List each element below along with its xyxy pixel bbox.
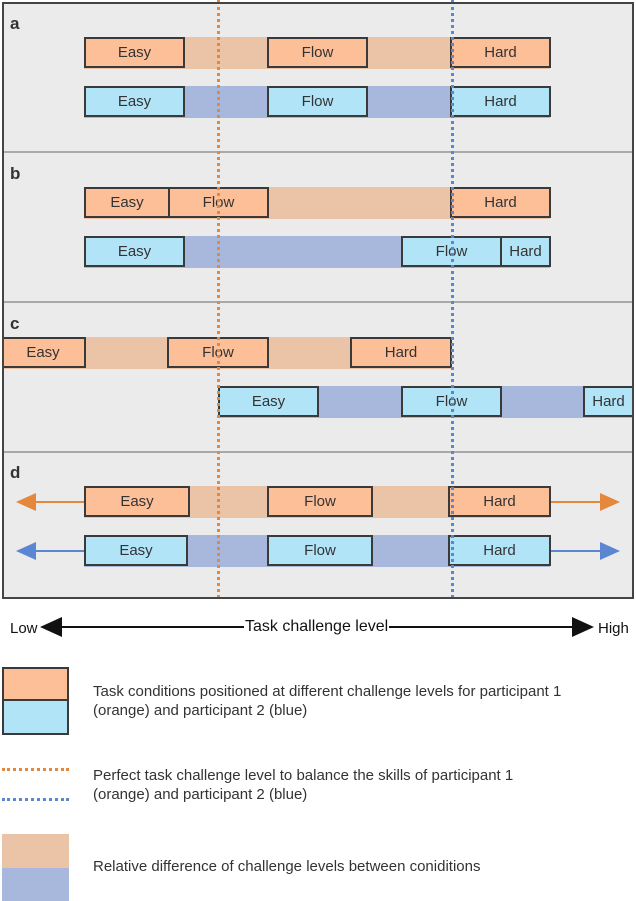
hard-box-blue: Hard <box>448 535 551 566</box>
easy-box-blue: Easy <box>84 86 185 117</box>
easy-box-orange: Easy <box>84 37 185 68</box>
perfect-level-line-blue <box>451 0 454 598</box>
arrow-right-blue-head <box>600 542 620 560</box>
easy-box-orange: Easy <box>2 337 86 368</box>
axis-arrowhead-right <box>572 617 594 637</box>
arrow-left-blue-head <box>16 542 36 560</box>
hard-box-orange: Hard <box>448 486 551 517</box>
flow-box-orange: Flow <box>267 37 368 68</box>
legend-perfect-line-1: Perfect task challenge level to balance … <box>93 767 514 784</box>
hard-box-blue: Hard <box>450 86 551 117</box>
legend-bar-orange <box>2 834 69 868</box>
flow-box-blue: Flow <box>267 86 368 117</box>
legend-conditions-line-2: (orange) and participant 2 (blue) <box>93 702 308 719</box>
easy-box-blue: Easy <box>84 236 185 267</box>
panel-c <box>2 302 634 452</box>
panel-separator <box>4 301 632 303</box>
panel-b <box>2 152 634 302</box>
legend-line-blue <box>2 798 69 801</box>
legend-perfect-line-2: (orange) and participant 2 (blue) <box>93 786 308 803</box>
panel-label-d: d <box>10 463 21 482</box>
panel-d-arrows <box>16 493 620 560</box>
easy-box-blue: Easy <box>218 386 319 417</box>
flow-box-orange: Flow <box>267 486 373 517</box>
axis-title: Task challenge level <box>244 618 390 636</box>
arrow-left-orange-head <box>16 493 36 511</box>
hard-box-orange: Hard <box>450 37 551 68</box>
panel-label-c: c <box>10 314 20 333</box>
legend-perfect-text: Perfect task challenge level to balance … <box>93 766 513 804</box>
axis-low-label: Low <box>10 620 38 637</box>
legend-conditions-text: Task conditions positioned at different … <box>93 682 561 720</box>
axis-arrowhead-left <box>40 617 62 637</box>
axis-high-label: High <box>598 620 629 637</box>
panel-separator <box>4 151 632 153</box>
panel-separator <box>4 451 632 453</box>
hard-box-blue: Hard <box>583 386 634 417</box>
legend-difference-text: Relative difference of challenge levels … <box>93 858 481 875</box>
panel-d <box>2 452 634 599</box>
legend-conditions-line-1: Task conditions positioned at different … <box>93 683 562 700</box>
panel-label-a: a <box>10 14 20 33</box>
panel-label-b: b <box>10 164 21 183</box>
legend-line-orange <box>2 768 69 771</box>
panel-a <box>2 2 634 152</box>
arrow-right-orange-head <box>600 493 620 511</box>
easy-box-blue: Easy <box>84 535 188 566</box>
legend-swatch-blue-box <box>2 699 69 735</box>
hard-box-blue: Hard <box>500 236 551 267</box>
easy-box-orange: Easy <box>84 486 190 517</box>
legend-swatch-orange-box <box>2 667 69 701</box>
hard-box-orange: Hard <box>450 187 551 218</box>
perfect-level-line-orange <box>217 0 220 598</box>
flow-box-blue: Flow <box>267 535 373 566</box>
legend-bar-blue <box>2 868 69 901</box>
easy-box-orange: Easy <box>84 187 170 218</box>
